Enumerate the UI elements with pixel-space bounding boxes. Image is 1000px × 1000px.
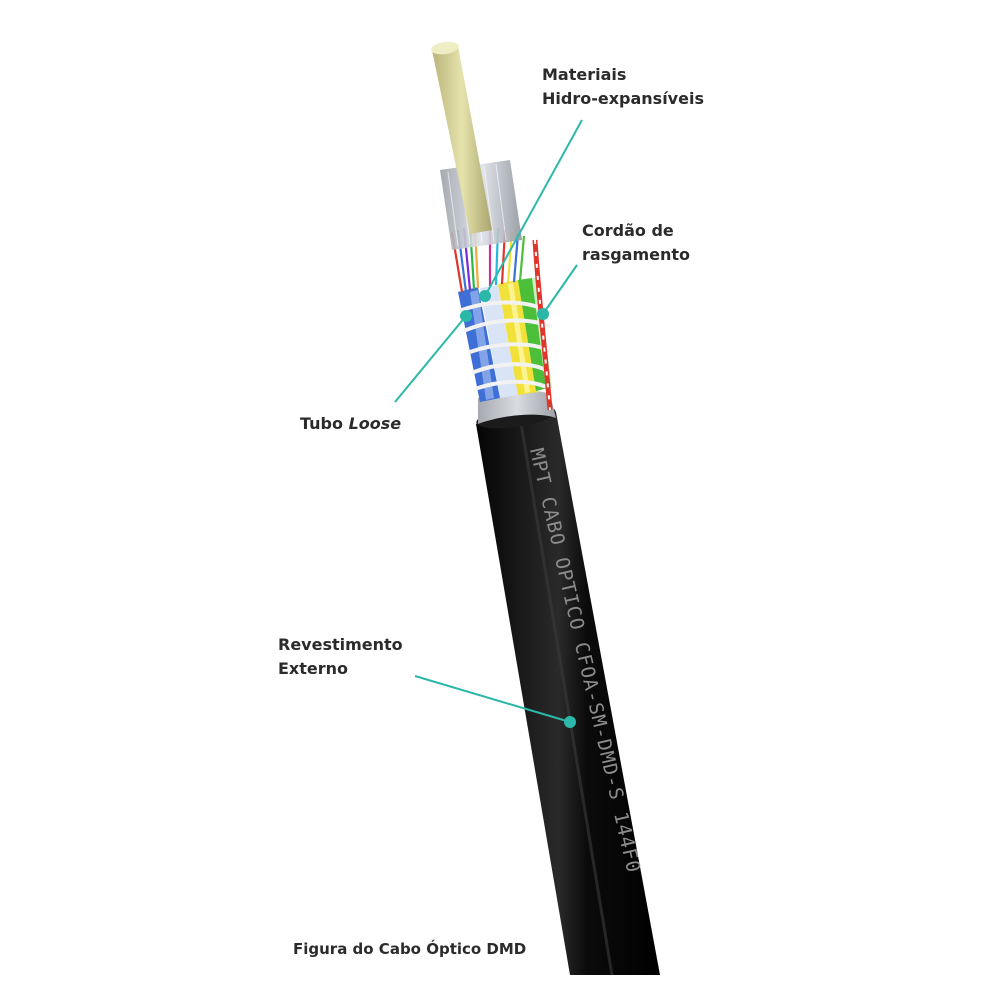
label-revest-line1: Revestimento [278, 635, 403, 654]
label-cordao-line2: rasgamento [582, 245, 691, 264]
leader-cordao [542, 264, 578, 315]
leader-tubo [394, 315, 467, 403]
label-materiais-line2: Hidro-expansíveis [542, 89, 704, 108]
label-revestimento-externo: Revestimento Externo [278, 633, 403, 681]
label-tubo-loose: Tubo Loose [300, 412, 401, 436]
leader-revestimento [414, 675, 571, 723]
leader-lines [394, 119, 583, 728]
label-revest-line2: Externo [278, 659, 349, 678]
label-cordao-line1: Cordão de [582, 221, 674, 240]
outer-jacket: MPT CABO OPTICO CFOA-SM-DMD-S 144F0 [476, 405, 660, 976]
label-tubo-prefix: Tubo [300, 414, 349, 433]
leader-materiais [484, 119, 583, 297]
ripcord [532, 239, 553, 411]
leader-dot-cordao [537, 308, 549, 320]
leader-dot-tubo [460, 310, 472, 322]
figure-caption: Figura do Cabo Óptico DMD [293, 940, 527, 958]
label-materiais-hidro-expansiveis: Materiais Hidro-expansíveis [542, 63, 704, 111]
central-strength-member [431, 41, 492, 234]
label-materiais-line1: Materiais [542, 65, 627, 84]
leader-dot-revestimento [564, 716, 576, 728]
label-cordao-de-rasgamento: Cordão de rasgamento [582, 219, 690, 267]
inner-tape-layer [478, 390, 556, 424]
label-tubo-italic: Loose [348, 414, 402, 433]
leader-dot-materiais [479, 290, 491, 302]
